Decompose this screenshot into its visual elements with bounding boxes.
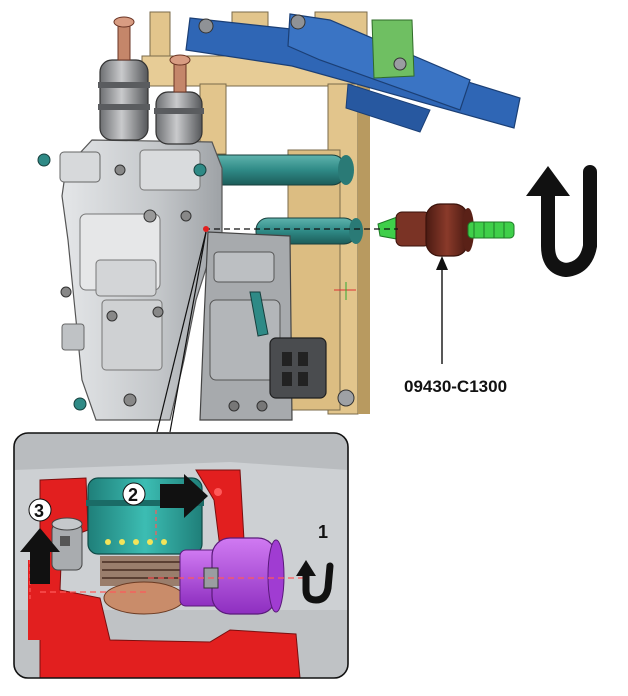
solenoid-valve [98,16,204,145]
support-rod [195,154,363,245]
alignment-point [203,226,209,232]
special-tool [377,203,515,257]
step-1-rotate-arrow-icon [296,560,334,604]
side-plate [199,231,293,421]
step-2-label: 2 [128,485,138,505]
wiring-connector [249,291,355,407]
axis-marker [334,282,356,300]
valve-body-housing [37,139,223,421]
step-3-up-arrow-icon [20,528,60,584]
callout-line [169,231,207,433]
step-3-label: 3 [34,501,44,521]
fixture-bracket [371,19,415,79]
detail-inset [13,432,349,679]
part-number-label: 09430-C1300 [404,377,507,396]
step-3-badge [28,498,52,522]
callout-line [156,231,207,433]
return-spring [100,556,186,615]
leader-arrow-icon [436,256,448,270]
step-1-label: 1 [318,522,328,542]
rotate-arrow-icon [526,165,597,278]
step-2-badge [122,482,146,506]
special-tool-detail [179,537,285,615]
step-2-right-arrow-icon [160,474,208,518]
pin-plug [51,517,83,571]
